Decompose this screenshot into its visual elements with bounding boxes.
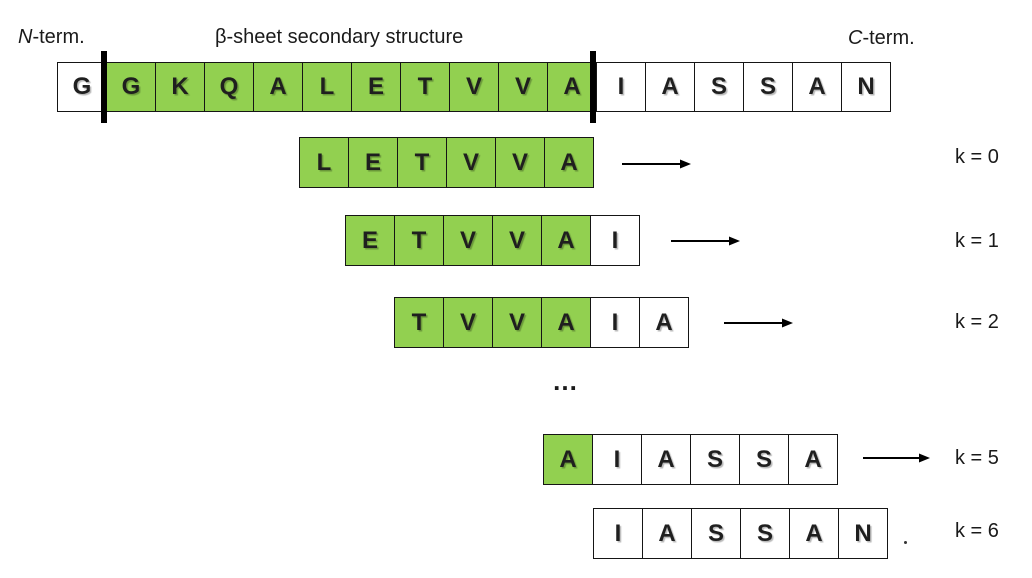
n-terminus-label: N-term.: [18, 26, 85, 49]
residue-cell: V: [495, 137, 545, 188]
k-label-0: k = 0: [955, 146, 999, 168]
residue-cell: A: [641, 434, 691, 485]
residue-cell: N: [838, 508, 888, 559]
residue-cell: A: [789, 508, 839, 559]
residue-cell: A: [253, 62, 303, 112]
residue-cell: V: [443, 215, 493, 266]
k-label-6: k = 6: [955, 520, 999, 542]
residue-cell: A: [547, 62, 597, 112]
residue-cell: L: [302, 62, 352, 112]
k-label-2: k = 2: [955, 311, 999, 333]
arrow-k2-icon: [724, 318, 793, 328]
residue-cell: V: [498, 62, 548, 112]
residue-cell: A: [541, 297, 591, 348]
residue-cell: E: [345, 215, 395, 266]
k-label-5: k = 5: [955, 447, 999, 469]
c-terminus-suffix: -term.: [862, 27, 915, 49]
residue-cell: S: [694, 62, 744, 112]
residue-cell: A: [788, 434, 838, 485]
beta-sheet-title: β-sheet secondary structure: [215, 26, 463, 49]
beta-sheet-title-text: -sheet secondary structure: [226, 26, 464, 48]
residue-cell: I: [592, 434, 642, 485]
residue-cell: T: [397, 137, 447, 188]
residue-cell: A: [543, 434, 593, 485]
residue-cell: T: [394, 297, 444, 348]
residue-cell: E: [348, 137, 398, 188]
residue-cell: V: [443, 297, 493, 348]
residue-cell: S: [690, 434, 740, 485]
residue-cell: I: [596, 62, 646, 112]
residue-cell: V: [449, 62, 499, 112]
beta-region-start-bar: [101, 51, 107, 123]
k-label-1: k = 1: [955, 230, 999, 252]
residue-cell: I: [590, 297, 640, 348]
residue-cell: S: [739, 434, 789, 485]
residue-cell: I: [590, 215, 640, 266]
c-terminus-initial: C: [848, 27, 863, 49]
residue-cell: N: [841, 62, 891, 112]
residue-cell: S: [740, 508, 790, 559]
residue-cell: E: [351, 62, 401, 112]
n-terminus-suffix: -term.: [32, 26, 85, 48]
stray-dot: [904, 541, 907, 544]
residue-cell: I: [593, 508, 643, 559]
residue-cell: L: [299, 137, 349, 188]
residue-cell: A: [645, 62, 695, 112]
residue-cell: V: [446, 137, 496, 188]
residue-cell: A: [792, 62, 842, 112]
beta-symbol: β: [215, 26, 227, 48]
residue-cell: A: [544, 137, 594, 188]
arrow-k0-icon: [622, 159, 691, 169]
residue-cell: Q: [204, 62, 254, 112]
c-terminus-label: C-term.: [848, 27, 915, 50]
residue-cell: V: [492, 215, 542, 266]
arrow-k5-icon: [863, 453, 930, 463]
residue-cell: K: [155, 62, 205, 112]
ellipsis-text: …: [552, 366, 578, 396]
residue-cell: G: [57, 62, 107, 112]
residue-cell: V: [492, 297, 542, 348]
residue-cell: A: [639, 297, 689, 348]
beta-region-end-bar: [590, 51, 596, 123]
residue-cell: A: [642, 508, 692, 559]
residue-cell: S: [691, 508, 741, 559]
residue-cell: A: [541, 215, 591, 266]
residue-cell: S: [743, 62, 793, 112]
residue-cell: T: [394, 215, 444, 266]
residue-cell: T: [400, 62, 450, 112]
arrow-k1-icon: [671, 236, 740, 246]
n-terminus-initial: N: [18, 26, 33, 48]
residue-cell: G: [106, 62, 156, 112]
